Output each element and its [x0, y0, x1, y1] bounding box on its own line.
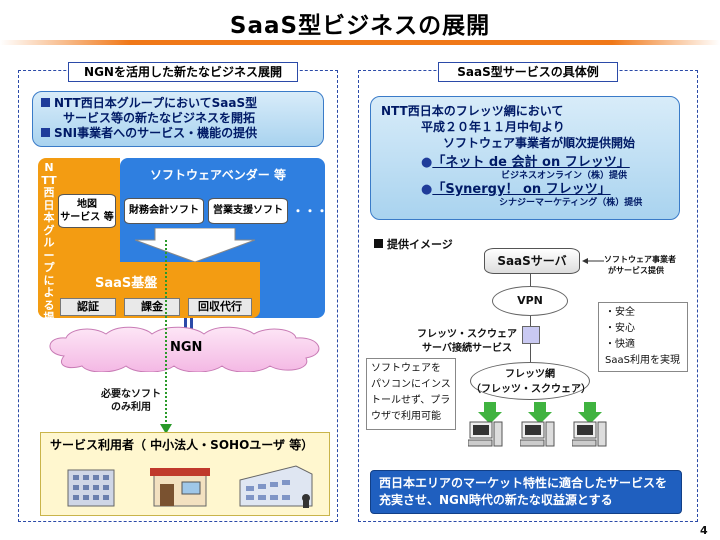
service-1-name: 「ネット de 会計 on フレッツ」	[432, 155, 630, 170]
left-bullets-box: NTT西日本グループにおいてSaaS型 サービス等の新たなビジネスを開拓 SNI…	[32, 91, 324, 147]
feature-comfort: ・快適	[605, 339, 635, 350]
arrow-down-icon	[160, 424, 172, 434]
flets-net-line2: （フレッツ・スクウェア）	[471, 384, 591, 395]
feature-saas: SaaS利用を実現	[605, 355, 680, 366]
accounting-soft-label: 財務会計ソフト	[129, 205, 199, 216]
connect-service-line1: フレッツ・スクウェア	[417, 329, 517, 340]
server-note-line1: ソフトウェア事業者	[604, 255, 676, 264]
bullet-dot-icon: ●	[421, 155, 433, 170]
flets-net-line1: フレッツ網	[505, 369, 555, 380]
router-icon	[522, 326, 540, 344]
green-arrows-icon	[478, 402, 602, 424]
ngn-label: NGN	[170, 340, 203, 355]
sales-soft-cylinder: 営業支援ソフト	[208, 198, 288, 224]
right-panel-heading: SaaS型サービスの具体例	[438, 62, 618, 82]
needed-soft-line1: 必要なソフト	[101, 389, 161, 400]
right-intro-box: NTT西日本のフレッツ網において 平成２０年１１月中旬より ソフトウェア事業者が…	[370, 96, 680, 220]
note-line3: トールせず、プラ	[371, 395, 451, 406]
needed-soft-note: 必要なソフト のみ利用	[96, 388, 166, 414]
left-panel-heading: NGNを活用した新たなビジネス展開	[68, 62, 298, 82]
conclusion-box: 西日本エリアのマーケット特性に適合したサービスを 充実させ、NGN時代の新たな収…	[370, 470, 682, 514]
bullet-dot-icon: ●	[421, 182, 433, 197]
saas-server: SaaSサーバ	[484, 248, 580, 274]
service-2-name: 「Synergy！ on フレッツ」	[432, 182, 611, 197]
flets-net-ellipse: フレッツ網 （フレッツ・スクウェア）	[470, 362, 591, 400]
pc-icon	[468, 421, 503, 447]
bullet-1-cont: サービス等の新たなビジネスを開拓	[63, 111, 256, 125]
note-line2: パソコンにインス	[371, 379, 451, 390]
bullet-1: NTT西日本グループにおいてSaaS型	[54, 96, 258, 110]
vertical-link	[530, 274, 531, 366]
bullet-square-icon	[41, 128, 50, 137]
bullet-square-icon	[374, 239, 383, 248]
bullet-2: SNI事業者へのサービス・機能の提供	[54, 126, 258, 140]
accounting-soft-cylinder: 財務会計ソフト	[124, 198, 204, 224]
image-heading: 提供イメージ	[374, 236, 453, 252]
vpn-ellipse: VPN	[492, 286, 568, 316]
conclusion-line1: 西日本エリアのマーケット特性に適合したサービスを	[379, 476, 668, 490]
slide-title: SaaS型ビジネスの展開	[229, 13, 491, 39]
more-ellipsis: ・・・・	[292, 204, 341, 218]
pc-icon	[572, 421, 607, 447]
office-building-icon	[67, 469, 115, 507]
intro-line3: ソフトウェア事業者が順次提供開始	[443, 136, 636, 150]
server-note-line2: がサービス提供	[608, 266, 664, 275]
users-label: サービス利用者（ 中小法人・SOHOユーザ 等）	[50, 438, 314, 452]
connect-service-line2: サーバ接続サービス	[422, 343, 512, 354]
billing-box: 課金	[124, 298, 180, 316]
auth-box: 認証	[60, 298, 116, 316]
shop-icon	[150, 468, 210, 507]
intro-line2: 平成２０年１１月中旬より	[421, 120, 565, 134]
features-box: ・安全 ・安心 ・快適 SaaS利用を実現	[598, 302, 688, 372]
server-note: ソフトウェア事業者 がサービス提供	[604, 254, 676, 276]
map-service-line1: 地図	[77, 199, 97, 210]
page-number: 4	[700, 524, 708, 537]
service-1-provider: ビジネスオンライン（株）提供	[501, 171, 628, 181]
note-line4: ウザで利用可能	[371, 411, 441, 422]
service-2-provider: シナジーマーケティング（株）提供	[499, 198, 643, 208]
no-install-note: ソフトウェアを パソコンにインス トールせず、プラ ウザで利用可能	[366, 358, 456, 430]
image-heading-label: 提供イメージ	[387, 238, 453, 251]
connector-line	[190, 318, 193, 334]
bullet-square-icon	[41, 98, 50, 107]
needed-soft-line2: のみ利用	[111, 402, 151, 413]
map-service-cylinder: 地図 サービス 等	[58, 194, 116, 228]
connector-line	[184, 318, 187, 334]
note-line1: ソフトウェアを	[371, 363, 441, 374]
saas-base-label: SaaS基盤	[95, 276, 158, 291]
sales-soft-label: 営業支援ソフト	[213, 205, 283, 216]
company-building-icon	[239, 465, 313, 508]
ngn-cloud-icon	[49, 326, 320, 372]
note-arrow-icon	[582, 258, 604, 264]
connect-service-label: フレッツ・スクウェア サーバ接続サービス	[412, 328, 522, 356]
feature-secure: ・安心	[605, 323, 635, 334]
conclusion-line2: 充実させ、NGN時代の新たな収益源とする	[379, 493, 613, 507]
down-arrow-icon	[135, 228, 255, 262]
map-service-line2: サービス 等	[60, 212, 114, 223]
title-underline	[0, 40, 720, 45]
collection-box: 回収代行	[188, 298, 252, 316]
ntt-vertical-label: NTT西日本グループによる提供	[41, 161, 57, 337]
usage-dotted-line	[165, 240, 167, 430]
pc-icon	[520, 421, 555, 447]
vendor-label: ソフトウェアベンダー 等	[150, 168, 286, 182]
feature-safe: ・安全	[605, 307, 635, 318]
intro-line1: NTT西日本のフレッツ網において	[381, 104, 564, 118]
